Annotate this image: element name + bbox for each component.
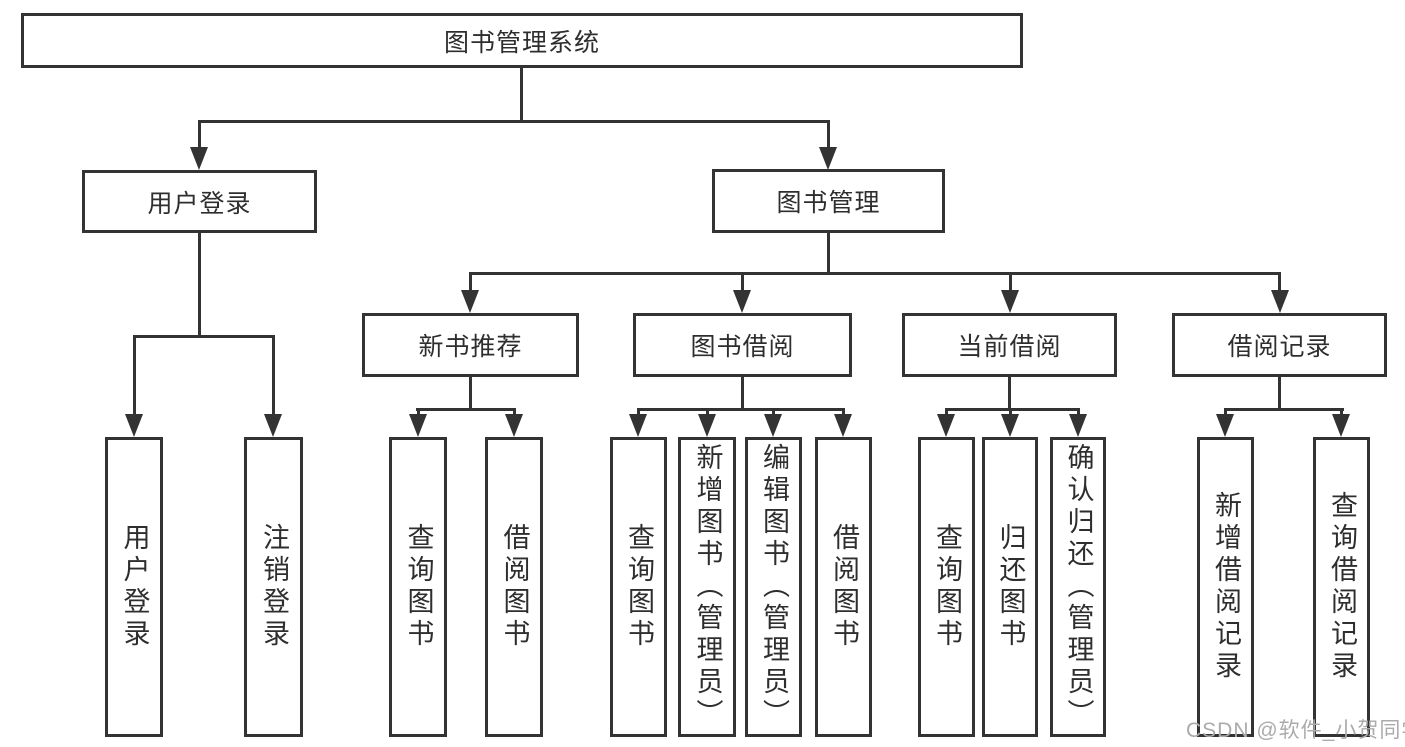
- leaf-bb-add-books-admin-label: 新增图书（管理员）: [692, 443, 723, 731]
- arrow-down-icon: [1332, 414, 1350, 437]
- connector-root-left-drop: [198, 120, 201, 150]
- connector-drop: [945, 408, 948, 418]
- leaf-br-add-record: 新增借阅记录: [1197, 437, 1254, 737]
- connector-branch: [1224, 408, 1344, 411]
- leaf-nbr-query-books-label: 查询图书: [403, 523, 434, 651]
- node-book-borrow: 图书借阅: [633, 313, 852, 377]
- connector-stem: [1008, 377, 1011, 410]
- connector-drop: [1077, 408, 1080, 418]
- node-book-management-label: 图书管理: [776, 189, 881, 217]
- leaf-user-login: 用户登录: [105, 437, 163, 737]
- arrow-down-icon: [819, 147, 837, 170]
- leaf-br-query-record: 查询借阅记录: [1313, 437, 1370, 737]
- arrow-down-icon: [629, 414, 647, 437]
- node-book-management: 图书管理: [712, 169, 945, 233]
- leaf-cb-confirm-return-admin: 确认归还（管理员）: [1050, 437, 1106, 737]
- connector-drop: [706, 408, 709, 418]
- node-current-borrow: 当前借阅: [902, 313, 1117, 377]
- leaf-cb-query-books: 查询图书: [918, 437, 975, 737]
- node-user-login: 用户登录: [82, 170, 317, 233]
- connector-drop: [469, 272, 472, 292]
- connector-drop: [1340, 408, 1343, 418]
- connector-stem: [741, 377, 744, 410]
- connector-drop: [417, 408, 420, 418]
- arrow-down-icon: [125, 414, 143, 437]
- leaf-bb-edit-books-admin-label: 编辑图书（管理员）: [759, 443, 789, 731]
- arrow-down-icon: [733, 290, 751, 313]
- arrow-down-icon: [937, 414, 955, 437]
- arrow-down-icon: [409, 414, 427, 437]
- connector-drop: [741, 272, 744, 292]
- leaf-br-add-record-label: 新增借阅记录: [1211, 491, 1241, 683]
- connector-book-mgmt-stem: [827, 233, 830, 274]
- leaf-nbr-query-books: 查询图书: [389, 437, 447, 737]
- leaf-cb-return-books-label: 归还图书: [995, 523, 1026, 651]
- leaf-nbr-borrow-books: 借阅图书: [485, 437, 543, 737]
- node-book-borrow-label: 图书借阅: [690, 333, 795, 361]
- connector-drop: [1009, 408, 1012, 418]
- leaf-cb-query-books-label: 查询图书: [932, 523, 962, 651]
- connector-branch: [416, 408, 516, 411]
- leaf-bb-edit-books-admin: 编辑图书（管理员）: [745, 437, 802, 737]
- connector-stem: [469, 377, 472, 410]
- arrow-down-icon: [190, 147, 208, 170]
- node-borrow-records-label: 借阅记录: [1227, 333, 1332, 361]
- arrow-down-icon: [505, 414, 523, 437]
- connector-drop: [637, 408, 640, 418]
- connector-user-login-stem: [198, 233, 201, 337]
- leaf-bb-query-books-label: 查询图书: [624, 523, 654, 651]
- node-borrow-records: 借阅记录: [1172, 313, 1387, 377]
- connector-drop: [1009, 272, 1012, 292]
- arrow-down-icon: [264, 414, 282, 437]
- connector-branch: [637, 408, 845, 411]
- leaf-nbr-borrow-books-label: 借阅图书: [499, 523, 530, 651]
- leaf-bb-borrow-books: 借阅图书: [815, 437, 872, 737]
- node-new-book-recommend: 新书推荐: [362, 313, 579, 377]
- arrow-down-icon: [461, 290, 479, 313]
- connector-book-mgmt-branch: [469, 272, 1281, 275]
- connector-drop: [1278, 272, 1281, 292]
- node-current-borrow-label: 当前借阅: [957, 333, 1062, 361]
- leaf-user-login-label: 用户登录: [119, 523, 150, 651]
- arrow-down-icon: [1001, 290, 1019, 313]
- arrow-down-icon: [1271, 290, 1289, 313]
- node-user-login-label: 用户登录: [147, 189, 252, 218]
- arrow-down-icon: [1001, 414, 1019, 437]
- leaf-br-query-record-label: 查询借阅记录: [1327, 491, 1357, 683]
- connector-stem: [1278, 377, 1281, 410]
- connector-drop: [772, 408, 775, 418]
- leaf-cb-return-books: 归还图书: [982, 437, 1038, 737]
- arrow-down-icon: [1069, 414, 1087, 437]
- connector-root-branch: [198, 120, 830, 123]
- leaf-bb-borrow-books-label: 借阅图书: [829, 523, 859, 651]
- connector-drop: [842, 408, 845, 418]
- node-new-book-recommend-label: 新书推荐: [418, 333, 523, 361]
- csdn-watermark: CSDN @软件_小贺同学: [1186, 719, 1405, 742]
- connector-drop: [1224, 408, 1227, 418]
- leaf-logout: 注销登录: [244, 437, 303, 737]
- leaf-cb-confirm-return-admin-label: 确认归还（管理员）: [1063, 443, 1094, 731]
- node-root-label: 图书管理系统: [443, 28, 600, 57]
- leaf-bb-query-books: 查询图书: [610, 437, 667, 737]
- arrow-down-icon: [698, 414, 716, 437]
- arrow-down-icon: [764, 414, 782, 437]
- arrow-down-icon: [834, 414, 852, 437]
- connector-root-right-drop: [827, 120, 830, 150]
- connector-drop: [272, 335, 275, 417]
- leaf-bb-add-books-admin: 新增图书（管理员）: [678, 437, 736, 737]
- connector-drop: [133, 335, 136, 417]
- arrow-down-icon: [1216, 414, 1234, 437]
- connector-branch: [945, 408, 1080, 411]
- connector-user-login-branch: [133, 335, 275, 338]
- connector-drop: [513, 408, 516, 418]
- leaf-logout-label: 注销登录: [259, 523, 289, 651]
- node-root: 图书管理系统: [21, 13, 1023, 68]
- connector-root-stem: [520, 68, 523, 122]
